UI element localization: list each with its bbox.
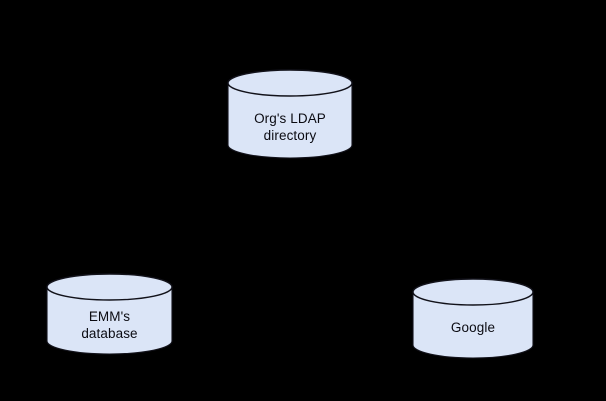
database-cylinder-icon bbox=[46, 273, 173, 355]
cylinder-top-rim bbox=[46, 273, 173, 301]
node-google[interactable]: Google bbox=[412, 278, 534, 359]
cylinder-top-rim bbox=[412, 278, 534, 306]
database-cylinder-icon bbox=[412, 278, 534, 359]
cylinder-top-rim bbox=[227, 69, 353, 97]
database-cylinder-icon bbox=[227, 69, 353, 159]
